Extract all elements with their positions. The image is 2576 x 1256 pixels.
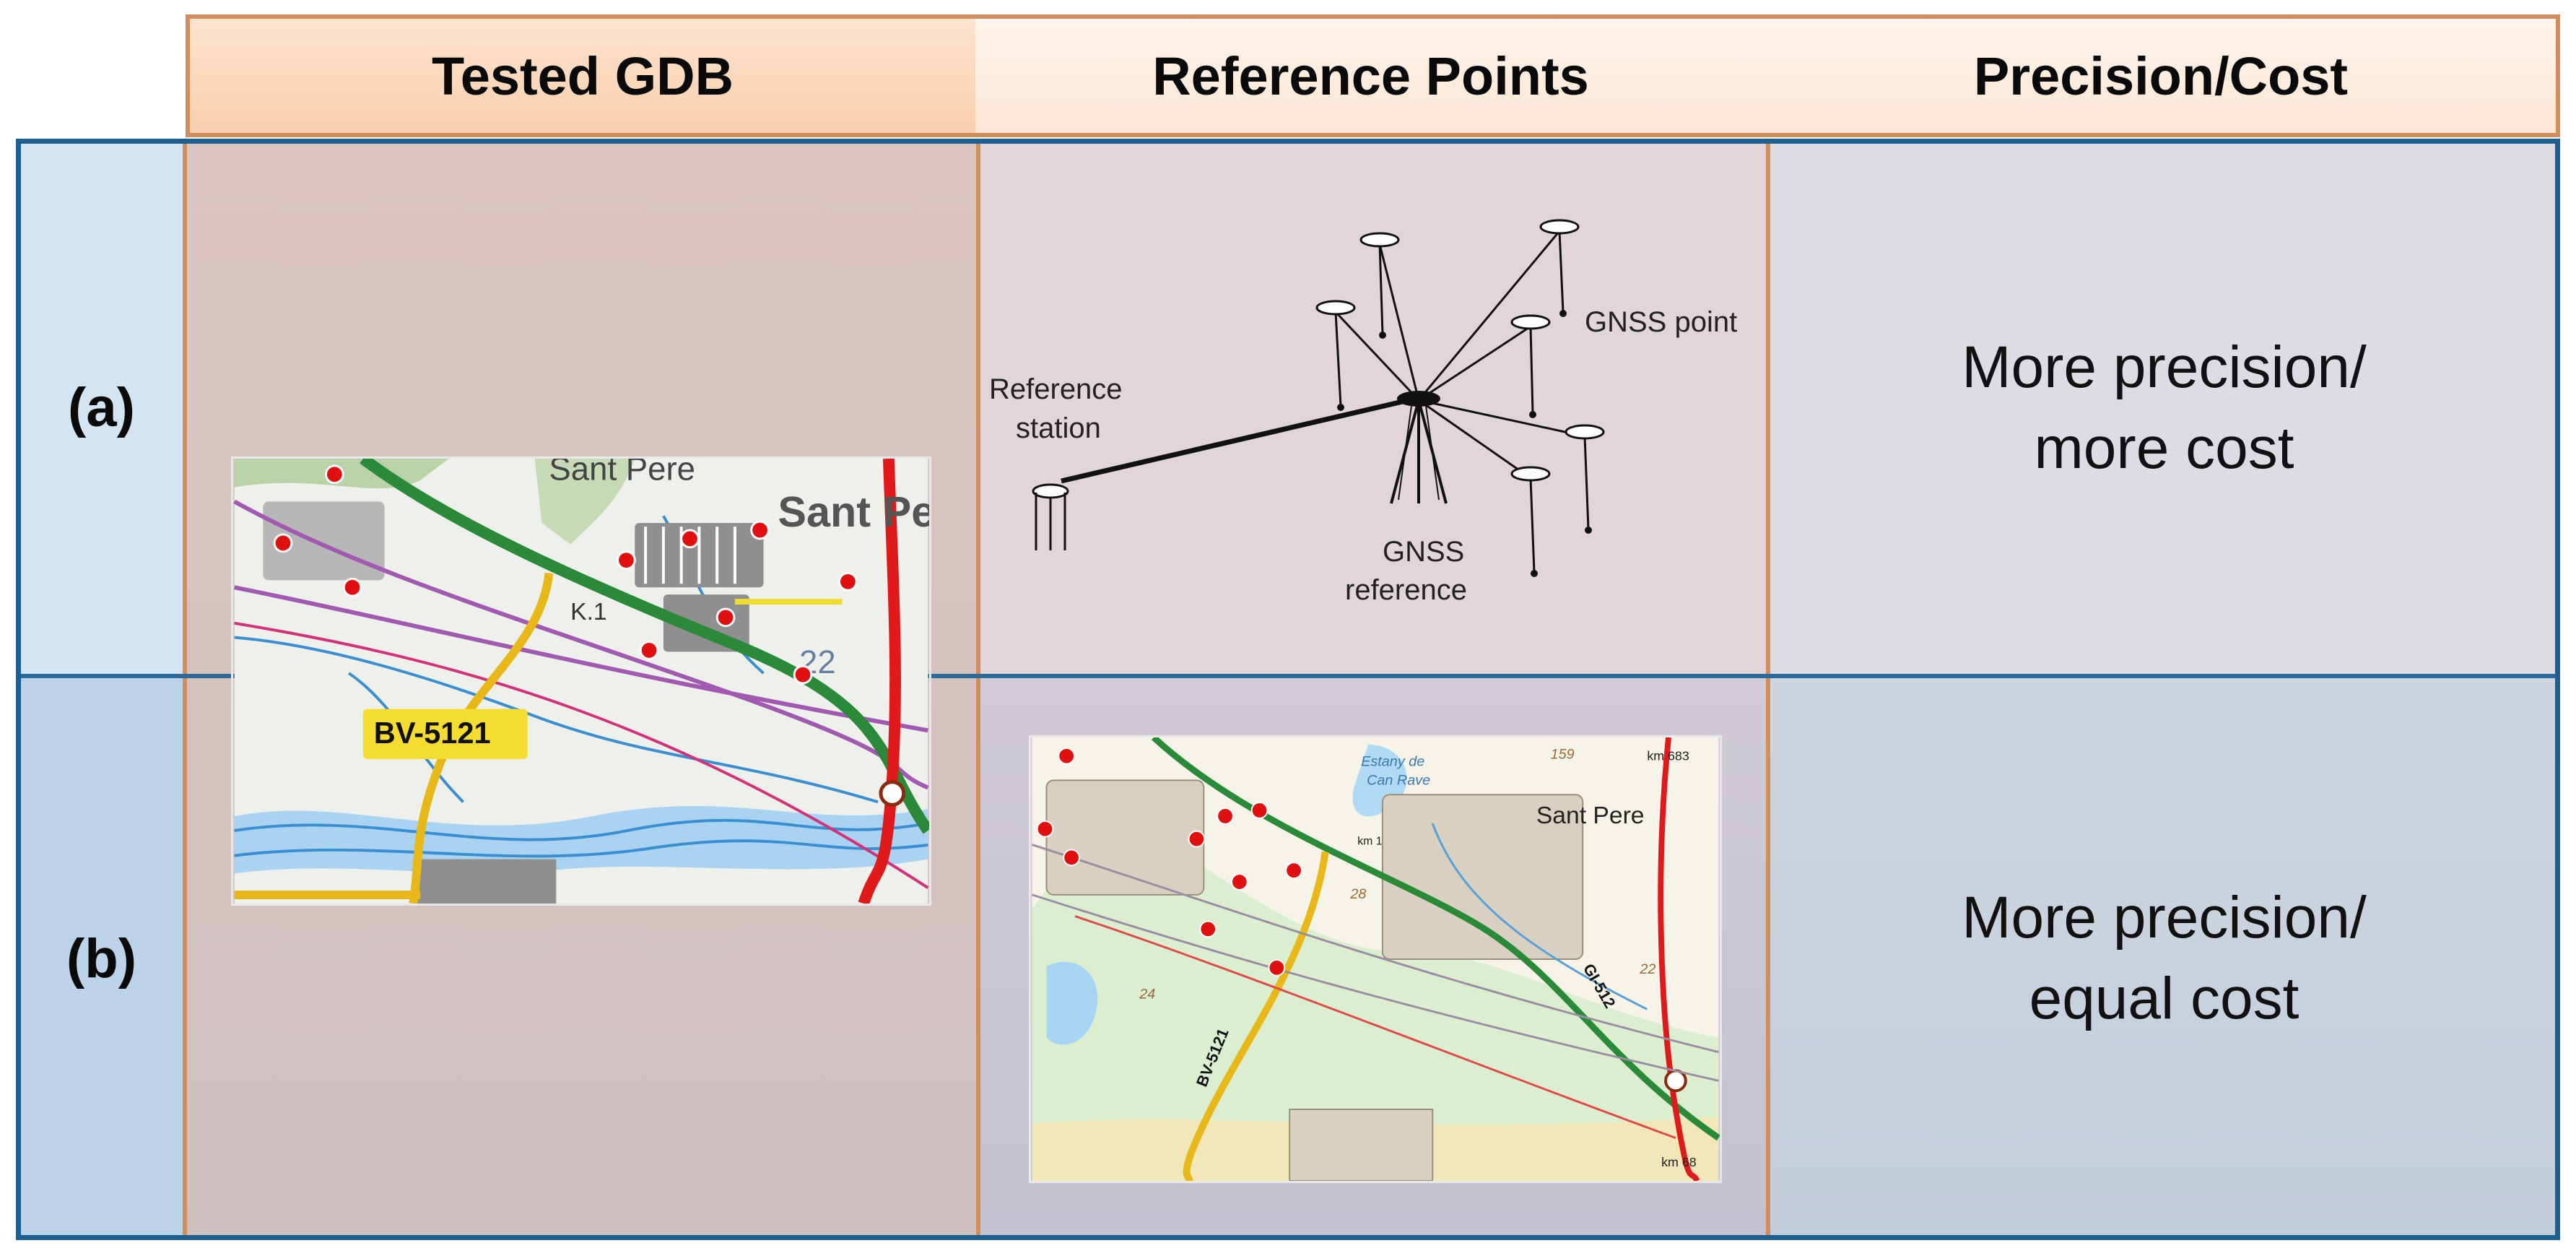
row-label-b: (b) (16, 677, 187, 1240)
ref-map-km-top: km 683 (1647, 749, 1689, 763)
cell-precision-cost-a (1768, 139, 2560, 677)
reference-station-label-2: station (1016, 412, 1101, 444)
gnss-reference-label-2: reference (1345, 574, 1467, 606)
ref-map-elev-22: 22 (1639, 961, 1655, 977)
grid-divider (1766, 139, 1770, 1240)
header-tested-gdb: Tested GDB (186, 14, 980, 137)
tested-map-road-label: BV-5121 (374, 716, 491, 750)
result-b: More precision/ equal cost (1768, 677, 2560, 1240)
ref-map-km-bottom: km 68 (1661, 1155, 1697, 1169)
tested-map-town-small: Sant Pere (549, 456, 695, 488)
header-reference-points: Reference Points (975, 14, 1770, 137)
ref-map-town: Sant Pere (1536, 802, 1645, 829)
grid-divider (976, 139, 980, 1240)
ref-map-km-1: km 1 (1357, 836, 1382, 848)
reference-points-map: Sant Pere Estany de Can Rave km 683 km 6… (1029, 735, 1722, 1183)
gnss-reference-label-1: GNSS (1383, 536, 1464, 568)
tested-gdb-map: BV-5121 Sant Pere Sant Pere K.1 22 (231, 456, 931, 906)
gnss-point-label: GNSS point (1585, 306, 1737, 338)
ref-map-elev-159: 159 (1551, 747, 1575, 763)
tested-map-k1: K.1 (570, 599, 607, 625)
row-divider (16, 674, 2560, 678)
ref-map-lake-2: Can Rave (1367, 772, 1430, 788)
result-b-line1: More precision/ (1962, 885, 2367, 950)
grid-divider (183, 139, 187, 1240)
result-a-line2: more cost (2034, 415, 2294, 481)
cell-precision-cost-b (1768, 677, 2560, 1240)
header-precision-cost: Precision/Cost (1766, 14, 2560, 137)
result-a: More precision/ more cost (1768, 139, 2560, 677)
result-b-line2: equal cost (2029, 966, 2299, 1031)
ref-map-lake-1: Estany de (1361, 754, 1424, 770)
tested-map-town: Sant Pere (778, 488, 931, 536)
row-label-a: (a) (16, 139, 187, 677)
reference-station-label-1: Reference (989, 373, 1123, 405)
ref-map-elev-28: 28 (1349, 886, 1366, 902)
gnss-diagram: Reference station GNSS point GNSS refere… (989, 219, 1737, 606)
result-a-line1: More precision/ (1962, 334, 2367, 400)
ref-map-elev-24: 24 (1139, 986, 1155, 1002)
table-frame (16, 139, 2560, 1240)
